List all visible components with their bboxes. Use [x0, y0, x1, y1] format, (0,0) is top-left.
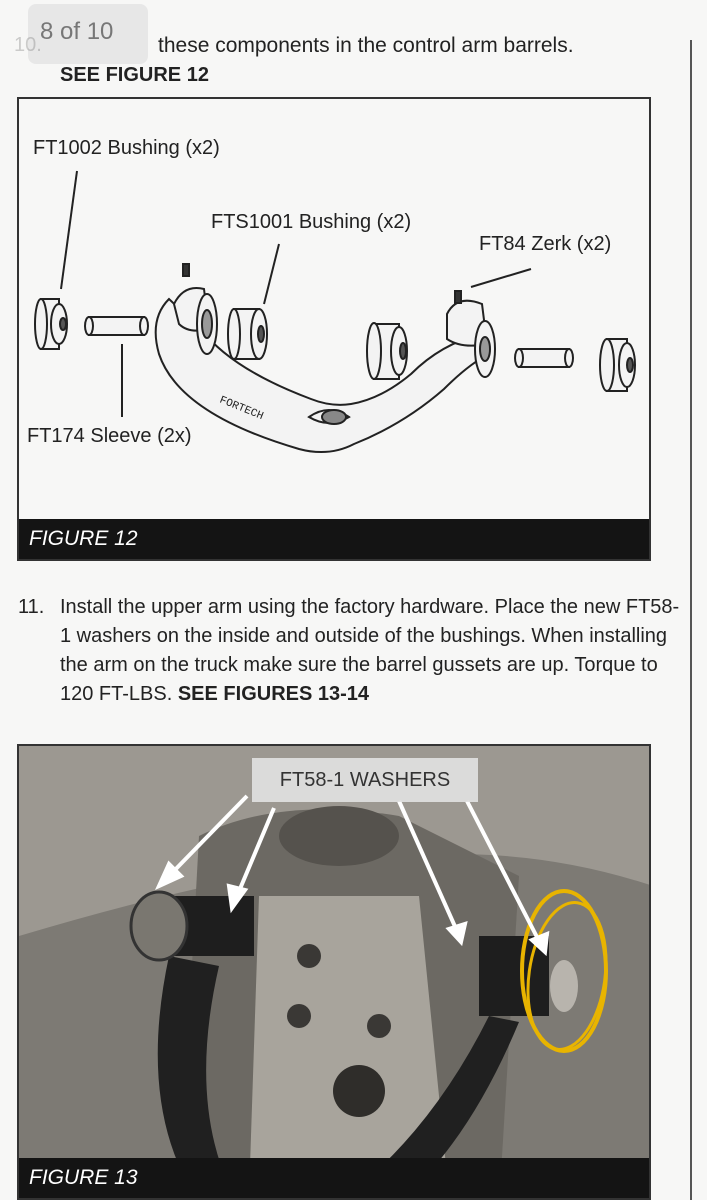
column-divider: [690, 40, 692, 1200]
step11-body: Install the upper arm using the factory …: [60, 593, 680, 709]
callout-fts1001: FTS1001 Bushing (x2): [211, 211, 412, 233]
page-indicator: 8 of 10: [28, 4, 148, 64]
callout-ft174: FT174 Sleeve (2x): [27, 425, 192, 447]
figure-13-caption: FIGURE 13: [19, 1158, 649, 1198]
callout-ft1002: FT1002 Bushing (x2): [33, 137, 220, 159]
figure-12: FORTECH FT1002 Bushing (x2) FTS1001 Bush…: [17, 97, 651, 561]
figure-12-caption: FIGURE 12: [19, 519, 649, 559]
step11-figure-ref: SEE FIGURES 13-14: [177, 683, 370, 705]
step10-text: these components in the control arm barr…: [158, 34, 574, 57]
step11-number: 11.: [18, 596, 45, 618]
step10-figure-ref: SEE FIGURE 12: [60, 64, 209, 86]
washers-tag: FT58-1 WASHERS: [252, 758, 478, 802]
control-arm-exploded-drawing: FORTECH: [34, 170, 636, 454]
page-indicator-text: 8 of 10: [40, 18, 114, 45]
installed-arm-photo: [19, 746, 649, 1198]
figure-13: FT58-1 WASHERS FIGURE 13: [17, 744, 651, 1200]
callout-ft84: FT84 Zerk (x2): [479, 233, 612, 255]
step11-text: Install the upper arm using the factory …: [60, 596, 680, 705]
step10-number: 10.: [14, 34, 42, 56]
